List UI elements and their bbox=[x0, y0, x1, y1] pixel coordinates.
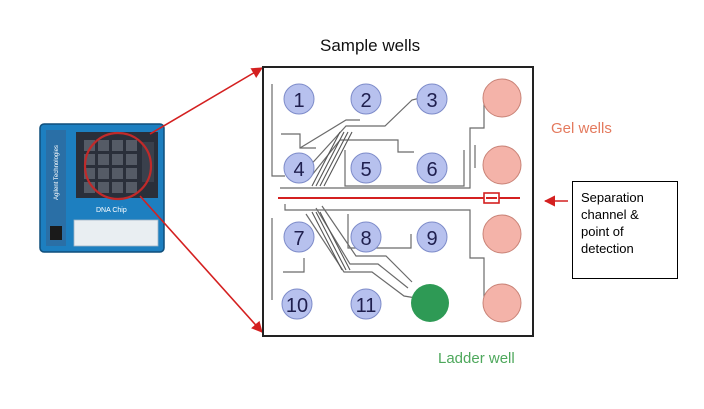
sample-well: 1 bbox=[283, 83, 315, 115]
gel-wells-label: Gel wells bbox=[551, 120, 612, 137]
gel-well bbox=[482, 78, 522, 118]
sample-well-number: 10 bbox=[286, 295, 308, 317]
sample-well-number: 1 bbox=[293, 90, 304, 112]
chip-brand-text: Agilent Technologies bbox=[54, 145, 60, 200]
sample-well-number: 7 bbox=[293, 228, 304, 250]
chip-highlight-circle bbox=[83, 131, 153, 201]
gel-well bbox=[482, 145, 522, 185]
sample-well: 5 bbox=[350, 152, 382, 184]
zoom-arrow-bottom bbox=[139, 195, 263, 333]
sample-well-number: 6 bbox=[426, 159, 437, 181]
sample-well-number: 11 bbox=[356, 295, 377, 317]
sample-well: 8 bbox=[350, 221, 382, 253]
sample-well-number: 3 bbox=[426, 90, 437, 112]
sample-well: 9 bbox=[416, 221, 448, 253]
sample-well: 4 bbox=[283, 152, 315, 184]
microchannels bbox=[271, 84, 485, 300]
sample-well: 6 bbox=[416, 152, 448, 184]
sample-well: 10 bbox=[281, 288, 313, 320]
sample-well-number: 9 bbox=[426, 228, 437, 250]
sample-well-number: 2 bbox=[360, 90, 371, 112]
sample-well-number: 4 bbox=[293, 159, 304, 181]
chip-well-grid bbox=[84, 140, 137, 193]
gel-well bbox=[482, 283, 522, 323]
sample-wells-label: Sample wells bbox=[320, 36, 421, 55]
gel-wells bbox=[482, 78, 522, 323]
ladder-well-label: Ladder well bbox=[438, 350, 515, 367]
sample-well: 11 bbox=[350, 288, 382, 320]
sample-well: 3 bbox=[416, 83, 448, 115]
gel-well bbox=[482, 214, 522, 254]
sample-well: 7 bbox=[283, 221, 315, 253]
separation-callout: Separation channel & point of detection bbox=[572, 181, 678, 279]
cross-channel-bundle bbox=[311, 131, 353, 271]
chip-photo: Agilent Technologies DNA Chip bbox=[39, 123, 165, 253]
ladder-well bbox=[411, 284, 449, 322]
sample-well-number: 8 bbox=[360, 228, 371, 250]
chip-name-text: DNA Chip bbox=[96, 207, 127, 214]
sample-well-number: 5 bbox=[360, 159, 371, 181]
sample-well: 2 bbox=[350, 83, 382, 115]
sample-wells: 1 2 3 4 5 6 7 8 bbox=[281, 83, 448, 320]
zoom-arrow-top bbox=[149, 67, 263, 135]
